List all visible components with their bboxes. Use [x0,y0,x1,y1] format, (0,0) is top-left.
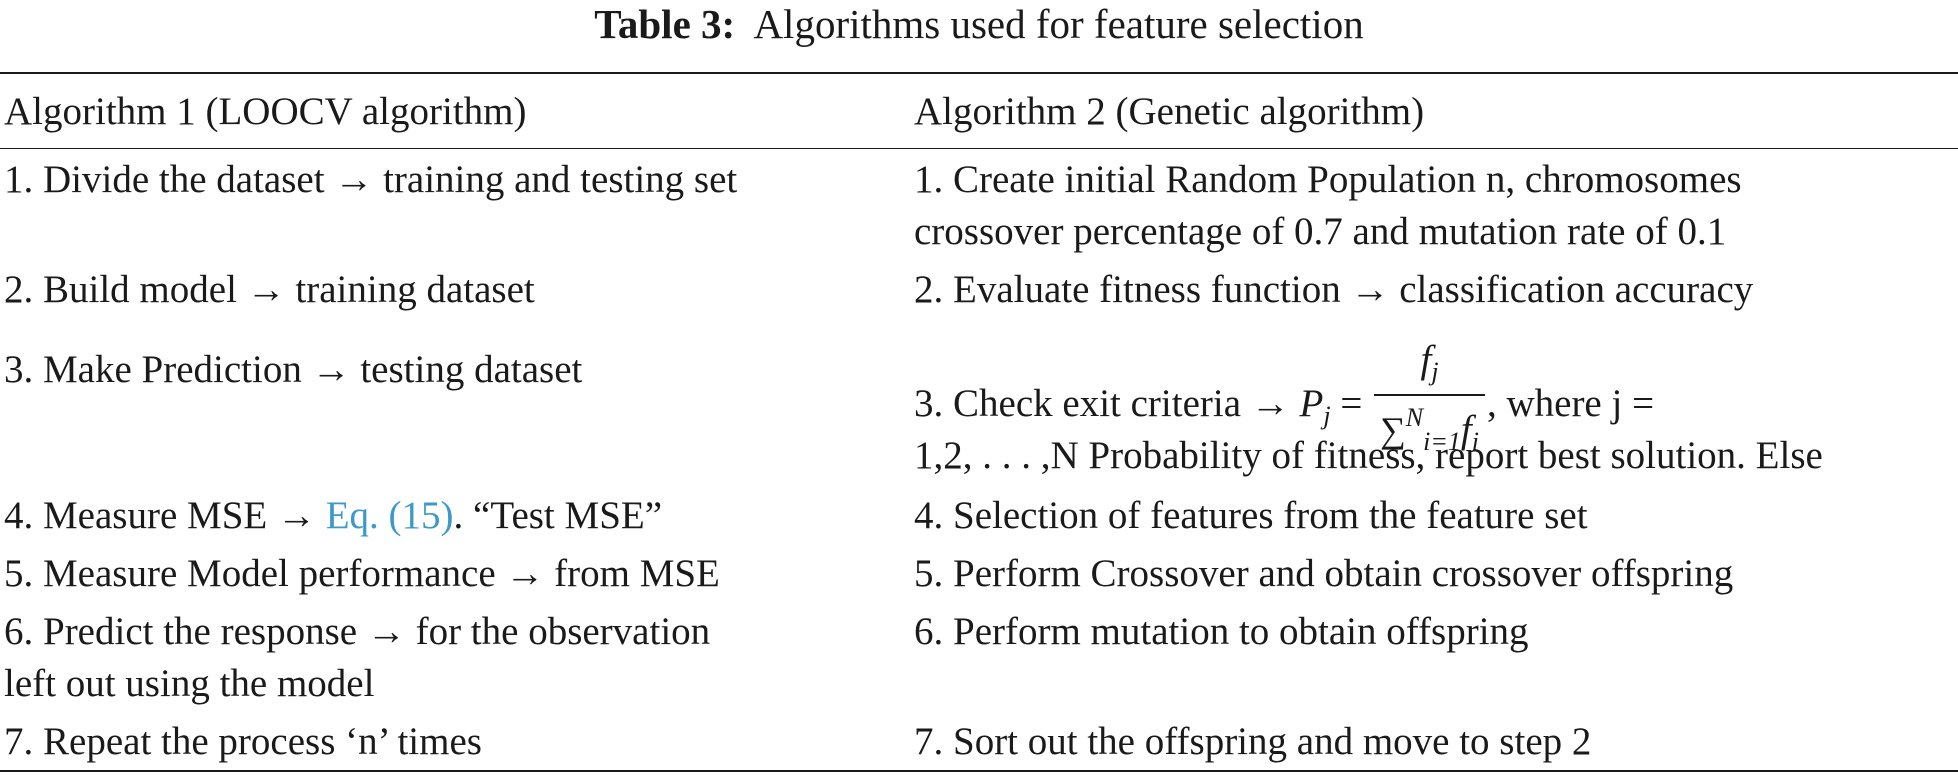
equation-15-link[interactable]: Eq. (15) [325,494,454,537]
table-cell-r5-left: 5. Measure Model performance → from MSE [4,552,720,595]
header-rule [0,148,1958,149]
table-cell-r6-left-line1: 6. Predict the response → for the observ… [4,610,711,653]
table-caption: Table 3: Algorithms used for feature sel… [0,0,1958,48]
table-cell-r3-right-line2: 1,2, . . . ,N Probability of fitness, re… [914,434,1823,477]
table-cell-r4-left: 4. Measure MSE → Eq. (15). “Test MSE” [4,490,662,542]
caption-label: Table 3: [594,1,736,47]
exit-criteria-suffix: , where j = [1486,381,1655,425]
exit-criteria-prefix: 3. Check exit criteria → [914,381,1300,425]
fraction-numerator: fj [1374,338,1485,394]
table-cell-r3-left: 3. Make Prediction → testing dataset [4,348,583,391]
measure-mse-text: 4. Measure MSE → [4,494,326,537]
denominator-var: f [1460,408,1472,451]
table-cell-r1-right-line1: 1. Create initial Random Population n, c… [914,158,1742,201]
sum-lower-limit: i=1 [1423,427,1461,456]
formula-equals: = [1330,381,1373,425]
sum-upper-limit: N [1405,403,1424,432]
fraction-denominator: ∑Ni=1fi [1374,394,1485,464]
numerator-var: f [1420,338,1432,381]
numerator-sub: j [1431,357,1439,386]
table-cell-r2-right: 2. Evaluate fitness function → classific… [914,268,1754,311]
column-header-algorithm-2: Algorithm 2 (Genetic algorithm) [914,90,1425,133]
bottom-rule [0,770,1958,772]
column-header-algorithm-1: Algorithm 1 (LOOCV algorithm) [4,90,527,133]
table-cell-r3-right-line1: 3. Check exit criteria → Pj = fj∑Ni=1fi,… [914,338,1655,470]
test-mse-text: . “Test MSE” [453,494,663,537]
table-cell-r7-right: 7. Sort out the offspring and move to st… [914,720,1592,763]
table-cell-r6-left-line2: left out using the model [4,662,375,705]
denominator-sub: i [1471,427,1479,456]
fitness-fraction: fj∑Ni=1fi [1374,338,1485,464]
caption-title: Algorithms used for feature selection [753,1,1364,47]
table-cell-r5-right: 5. Perform Crossover and obtain crossove… [914,552,1734,595]
table-cell-r7-left: 7. Repeat the process ‘n’ times [4,720,482,763]
top-rule [0,72,1958,74]
table-cell-r2-left: 2. Build model → training dataset [4,268,535,311]
formula-lhs-var: P [1299,381,1324,425]
formula-lhs-sub: j [1323,400,1331,430]
sum-symbol: ∑ [1380,410,1406,450]
table-cell-r1-right-line2: crossover percentage of 0.7 and mutation… [914,210,1727,253]
table-cell-r6-right: 6. Perform mutation to obtain offspring [914,610,1529,653]
table-cell-r1-left: 1. Divide the dataset → training and tes… [4,158,738,201]
table-cell-r4-right: 4. Selection of features from the featur… [914,494,1588,537]
